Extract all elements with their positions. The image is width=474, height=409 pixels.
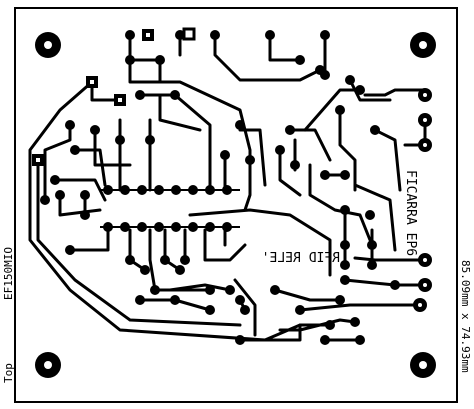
designer-label: FICARRA EP6 — [403, 170, 418, 256]
board-id-label: EF150MIO — [2, 247, 15, 300]
board-size-label: 85.09mm x 74.93mm — [459, 260, 472, 373]
copper-traces — [28, 33, 427, 342]
layer-label: Top — [2, 363, 15, 383]
ic-bottom-row-pads — [103, 222, 232, 232]
pads — [40, 30, 432, 345]
ic-top-row-pads — [103, 185, 232, 195]
ic-dip — [100, 189, 240, 228]
board-outline — [14, 7, 458, 403]
mounting-holes — [35, 32, 436, 378]
board-title-label: RFID RELE' — [262, 251, 340, 266]
